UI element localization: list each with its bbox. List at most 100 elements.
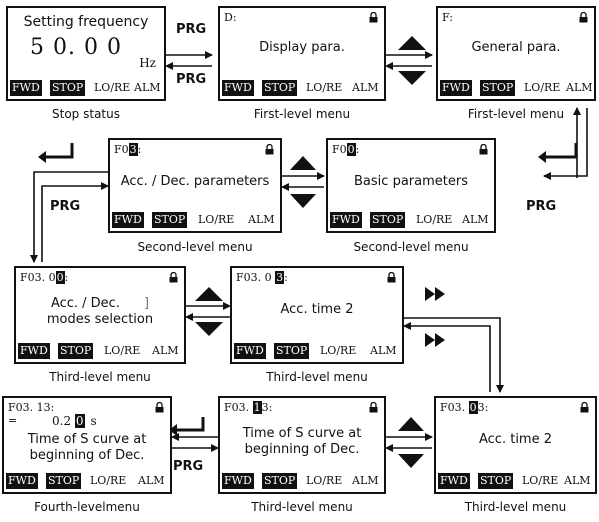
menu-code: F03:: [114, 143, 142, 156]
panel-s-curve-dec: F03. 13: Time of S curve at beginning of…: [218, 396, 386, 494]
menu-label-line2: beginning of Dec.: [244, 442, 360, 457]
menu-label: Basic parameters: [354, 174, 468, 189]
panel-acc-dec-modes: F03. 00: Acc. / Dec.] modes selection FW…: [14, 266, 186, 364]
arrow-acc2b-to-acc2a: [403, 322, 491, 392]
panel-acc-time-2-alt: F03. 03: Acc. time 2 FWD STOP LO/RE ALM: [434, 396, 597, 494]
menu-label-line2: beginning of Dec.: [29, 448, 145, 463]
menu-code: F:: [442, 11, 453, 24]
fwd-indicator: FWD: [234, 343, 266, 359]
lore-indicator: LO/RE: [104, 344, 141, 357]
lore-indicator: LO/RE: [306, 474, 343, 487]
menu-code: F03. 13:: [8, 401, 55, 414]
fwd-indicator: FWD: [330, 212, 362, 228]
status-bar: FWD STOP LO/RE ALM: [440, 80, 593, 96]
menu-code: F00:: [332, 143, 360, 156]
panel-title: Setting frequency: [23, 14, 149, 30]
down-key-icon: [195, 322, 223, 336]
stop-indicator: STOP: [58, 343, 94, 359]
fwd-indicator: FWD: [440, 80, 472, 96]
caption: Second-level menu: [353, 240, 469, 254]
menu-label: Acc. time 2: [479, 432, 552, 447]
fwd-indicator: FWD: [18, 343, 50, 359]
stop-indicator: STOP: [480, 80, 516, 96]
enter-key-icon: [44, 143, 74, 159]
lock-icon: [265, 144, 274, 155]
lore-indicator: LO/RE: [524, 81, 561, 94]
caption: Fourth-levelmenu: [34, 500, 140, 514]
menu-label-line1: Acc. / Dec.]: [50, 296, 150, 311]
lore-indicator: LO/RE: [198, 213, 235, 226]
stop-indicator: STOP: [262, 473, 298, 489]
stop-indicator: STOP: [478, 473, 514, 489]
status-bar: FWD STOP LO/RE ALM: [112, 212, 278, 228]
panel-stop-status: Setting frequency 5 0. 0 0 Hz FWD STOP L…: [6, 6, 166, 101]
down-key-icon: [398, 71, 426, 85]
alm-indicator: ALM: [564, 474, 591, 487]
panel-general-para: F: General para. FWD STOP LO/RE ALM: [436, 6, 596, 101]
status-bar: FWD STOP LO/RE ALM: [18, 343, 182, 359]
alm-indicator: ALM: [352, 81, 379, 94]
arrow-modes-to-acc: [41, 182, 109, 262]
lore-indicator: LO/RE: [90, 474, 127, 487]
status-bar: FWD STOP LO/RE ALM: [222, 80, 382, 96]
down-key-icon: [290, 194, 316, 208]
alm-indicator: ALM: [462, 213, 489, 226]
alm-indicator: ALM: [138, 474, 165, 487]
panel-acc-time-2: F03. 0 3: Acc. time 2 FWD STOP LO/RE ALM: [230, 266, 404, 364]
fwd-indicator: FWD: [438, 473, 470, 489]
alm-indicator: ALM: [566, 81, 593, 94]
menu-code: F03. 00:: [20, 271, 69, 284]
panel-basic-parameters: F00: Basic parameters FWD STOP LO/RE ALM: [326, 138, 496, 233]
menu-label: Acc. time 2: [280, 302, 354, 317]
prg-key-label: PRG: [176, 22, 207, 37]
enter-key-icon: [175, 417, 205, 432]
up-key-icon: [398, 36, 426, 50]
prg-key-label: PRG: [173, 459, 204, 474]
prg-key-label: PRG: [526, 199, 557, 214]
menu-code: D:: [224, 11, 237, 24]
menu-code: F03. 0 3:: [236, 271, 288, 284]
menu-code: F03. 03:: [440, 401, 489, 414]
caption: Stop status: [52, 107, 120, 121]
shift-key-icon: [425, 333, 445, 347]
alm-indicator: ALM: [134, 81, 161, 94]
enter-key-icon: [544, 143, 578, 159]
lock-icon: [155, 402, 164, 413]
status-bar: FWD STOP LO/RE ALM: [330, 212, 492, 228]
caption: Third-level menu: [251, 500, 353, 514]
caption: Third-level menu: [49, 370, 151, 384]
stop-indicator: STOP: [370, 212, 406, 228]
lock-icon: [579, 12, 588, 23]
fwd-indicator: FWD: [6, 473, 38, 489]
stop-indicator: STOP: [46, 473, 82, 489]
fwd-indicator: FWD: [10, 80, 42, 96]
alm-indicator: ALM: [370, 344, 397, 357]
panel-display-para: D: Display para. FWD STOP LO/RE ALM: [218, 6, 386, 101]
lock-icon: [369, 402, 378, 413]
arrow-acc-to-modes: [30, 171, 108, 263]
lore-indicator: LO/RE: [416, 213, 453, 226]
stop-indicator: STOP: [50, 80, 86, 96]
caption: Second-level menu: [137, 240, 253, 254]
arrow-acc2a-to-acc2b: [404, 317, 504, 393]
status-bar: FWD STOP LO/RE ALM: [234, 343, 400, 359]
lore-indicator: LO/RE: [306, 81, 343, 94]
fwd-indicator: FWD: [222, 473, 254, 489]
menu-label-line1: Time of S curve at: [27, 432, 147, 447]
menu-label-line2: modes selection: [46, 312, 154, 327]
down-key-icon: [398, 454, 424, 468]
stop-indicator: STOP: [152, 212, 188, 228]
stop-indicator: STOP: [262, 80, 298, 96]
caption: First-level menu: [467, 107, 565, 121]
frequency-value: 5 0. 0 0: [30, 35, 122, 60]
alm-indicator: ALM: [248, 213, 275, 226]
equals-sign: =: [8, 414, 18, 427]
caption: Third-level menu: [266, 370, 368, 384]
caption: Third-level menu: [464, 500, 567, 514]
alm-indicator: ALM: [152, 344, 179, 357]
lock-icon: [369, 12, 378, 23]
lore-indicator: LO/RE: [522, 474, 559, 487]
prg-key-label: PRG: [50, 199, 81, 214]
